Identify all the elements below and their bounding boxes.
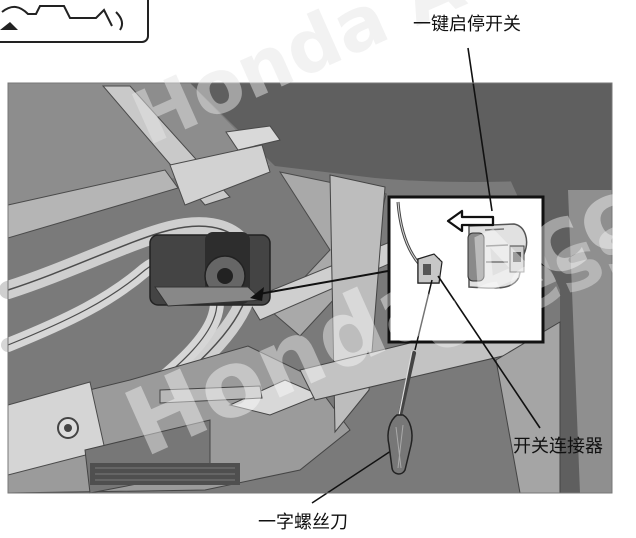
central-mechanism [149,232,271,307]
switch-housing-part [467,223,528,289]
switch-connector-label: 开关连接器 [513,436,603,457]
connector-inset [387,195,545,344]
one-key-switch-label: 一键启停开关 [413,14,521,35]
flat-screwdriver-label: 一字螺丝刀 [258,512,348,533]
switch-connector-part [417,253,443,284]
previous-figure-fragment [0,0,149,43]
flat-screwdriver-illustration [387,350,417,475]
left-arrow-outline-icon [446,209,495,233]
